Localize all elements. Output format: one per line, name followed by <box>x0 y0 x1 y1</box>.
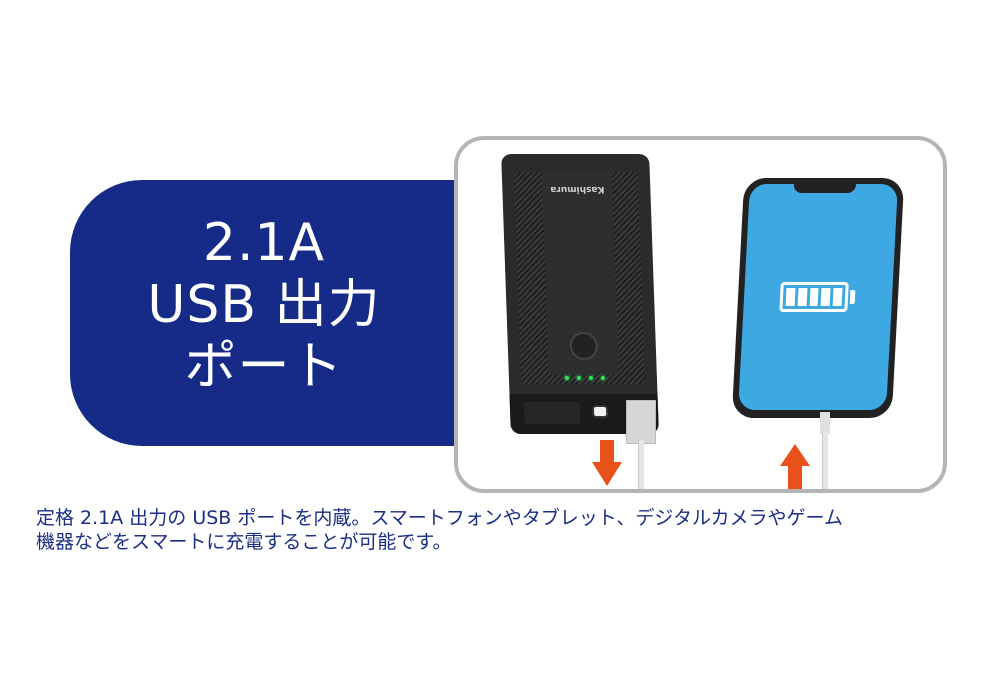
phone-notch <box>793 184 856 193</box>
headline-line-1: 2.1A <box>202 213 326 273</box>
arrow-up-icon <box>780 444 810 489</box>
usb-plug <box>626 400 656 444</box>
battery-tip <box>849 290 856 304</box>
headline-line-3: ポート <box>184 337 344 397</box>
headline-line-2: USB 出力 <box>147 275 381 335</box>
smartphone-image <box>731 178 905 418</box>
micro-usb-port <box>523 402 581 424</box>
phone-screen <box>738 184 898 410</box>
lightning-plug <box>820 412 830 434</box>
flashlight-icon <box>591 405 609 418</box>
description: 定格 2.1A 出力の USB ポートを内蔵。スマートフォンやタブレット、デジタ… <box>36 506 976 554</box>
power-bank-image: Kashimura <box>501 154 659 434</box>
power-button-icon <box>569 332 599 360</box>
brand-logo: Kashimura <box>550 184 605 194</box>
battery-full-icon <box>779 282 849 312</box>
led-indicators <box>564 376 606 380</box>
led-icon <box>600 376 606 380</box>
usb-cable <box>638 440 644 489</box>
headline-panel <box>70 180 458 446</box>
illustration-frame: Kashimura <box>454 136 947 493</box>
description-line-2: 機器などをスマートに充電することが可能です。 <box>36 531 452 553</box>
led-icon <box>588 376 594 380</box>
headline: 2.1A USB 出力 ポート <box>70 212 458 398</box>
description-line-1: 定格 2.1A 出力の USB ポートを内蔵。スマートフォンやタブレット、デジタ… <box>36 507 843 529</box>
led-icon <box>576 376 582 380</box>
lightning-cable <box>822 432 828 489</box>
arrow-down-icon <box>592 440 622 486</box>
led-icon <box>564 376 570 380</box>
